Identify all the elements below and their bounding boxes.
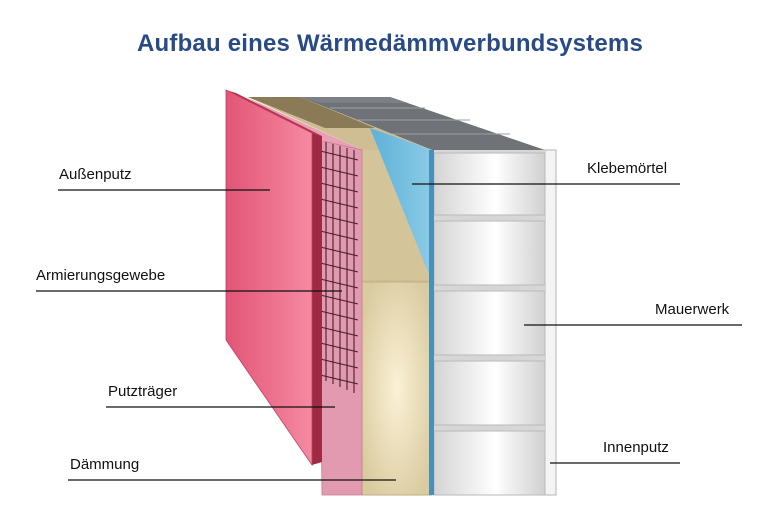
- label-armierungsgewebe: Armierungsgewebe: [36, 267, 166, 284]
- leader-lines: [36, 183, 742, 481]
- brick: [433, 360, 546, 426]
- masonry-top-face: [300, 97, 545, 150]
- brick: [433, 430, 546, 496]
- adhesive-mortar-layer: [370, 128, 434, 495]
- label-daemmung: Dämmung: [70, 456, 140, 473]
- brick: [433, 290, 546, 356]
- exterior-plaster-layer: [225, 89, 322, 467]
- label-putztraeger: Putzträger: [108, 383, 178, 400]
- masonry-layer: [432, 150, 546, 496]
- label-klebemoertel: Klebemörtel: [587, 160, 668, 177]
- page-title: Aufbau eines Wärmedämmverbundsystems: [136, 30, 644, 57]
- label-aussenputz: Außenputz: [59, 166, 132, 183]
- label-innenputz: Innenputz: [603, 439, 669, 456]
- brick: [433, 220, 546, 286]
- interior-plaster-layer: [544, 149, 557, 496]
- label-mauerwerk: Mauerwerk: [655, 301, 730, 318]
